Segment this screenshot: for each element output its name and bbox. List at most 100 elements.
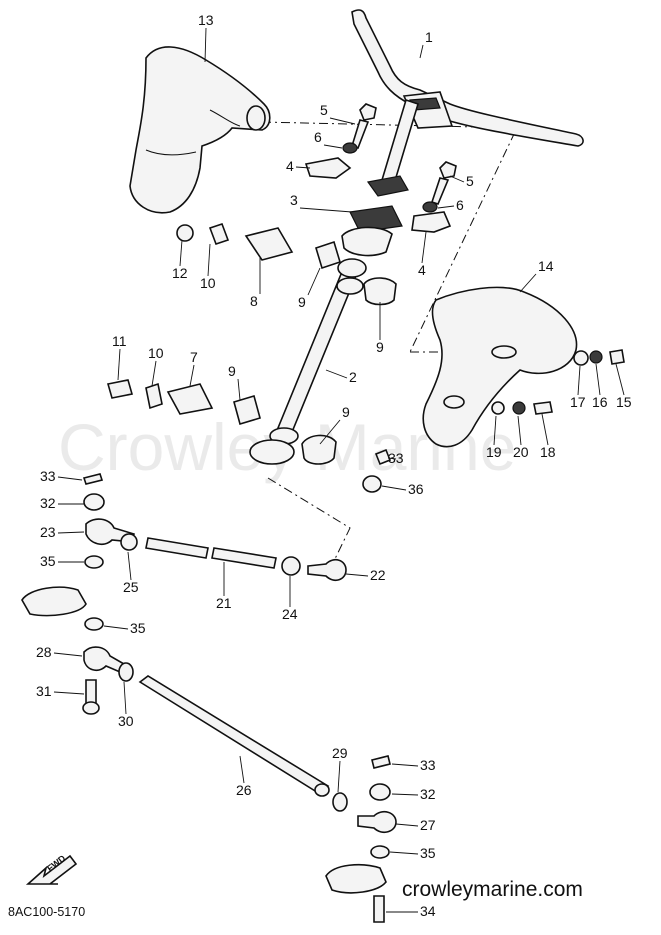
clamp-4-lower — [411, 211, 452, 233]
guide-line-cover — [409, 131, 516, 353]
bolt-34 — [373, 895, 385, 923]
nut-20 — [512, 401, 526, 415]
leader-line — [103, 625, 129, 630]
callout-number: 19 — [486, 444, 502, 460]
callout-number: 5 — [466, 173, 474, 189]
bolt-18 — [533, 401, 553, 415]
callout-number: 2 — [349, 369, 357, 385]
tie-rod-21-a — [145, 537, 209, 559]
leader-line — [53, 691, 85, 695]
steering-arm — [21, 586, 87, 617]
callout-number: 33 — [40, 468, 56, 484]
leader-line — [437, 205, 455, 209]
leader-line — [419, 44, 424, 59]
clip-10-lower — [145, 382, 163, 410]
steering-column-head — [341, 98, 419, 257]
bushing-9-b — [363, 277, 397, 306]
bushing-9-d — [301, 434, 337, 465]
cotter-pin-33-c — [371, 755, 391, 769]
callout-number: 17 — [570, 394, 586, 410]
nut-36 — [362, 475, 382, 493]
leader-line — [53, 652, 83, 657]
bracket-7 — [166, 383, 214, 415]
bushing-9-a — [315, 240, 341, 270]
guide-line-column — [267, 477, 351, 566]
callout-number: 4 — [286, 158, 294, 174]
washer-19 — [491, 401, 505, 415]
leader-line — [615, 363, 625, 396]
callout-number: 31 — [36, 683, 52, 699]
bolt-5-upper — [351, 103, 377, 150]
leader-line — [493, 415, 497, 446]
callout-number: 5 — [320, 102, 328, 118]
leader-line — [57, 531, 85, 534]
clamp-4-upper — [304, 157, 352, 179]
nut-32-b — [369, 783, 391, 801]
throttle-grip — [129, 46, 271, 214]
leader-line — [207, 243, 211, 277]
callout-number: 8 — [250, 293, 258, 309]
bolt-15 — [609, 349, 625, 365]
washer-35-c — [370, 845, 390, 859]
cotter-pin-33-a — [82, 473, 104, 485]
callout-number: 1 — [425, 29, 433, 45]
callout-number: 30 — [118, 713, 134, 729]
ball-joint-22 — [307, 558, 347, 582]
callout-number: 28 — [36, 644, 52, 660]
leader-line — [381, 485, 407, 491]
nut-25 — [120, 533, 138, 551]
callout-number: 23 — [40, 524, 56, 540]
callout-number: 26 — [236, 782, 252, 798]
callout-number: 29 — [332, 745, 348, 761]
cotter-pin-33-b — [374, 448, 392, 466]
washer-17 — [573, 350, 589, 366]
leader-line — [517, 415, 522, 446]
nut-29 — [332, 792, 348, 812]
nut-16 — [589, 350, 603, 364]
washer-6-right — [422, 201, 438, 213]
callout-number: 6 — [314, 129, 322, 145]
leader-line — [391, 793, 419, 796]
clip-10-upper — [208, 222, 230, 246]
callout-number: 32 — [40, 495, 56, 511]
tie-rod-21-b — [211, 547, 277, 569]
nut-32-a — [83, 493, 105, 511]
bolt-31-head — [82, 701, 100, 715]
leader-line — [299, 207, 353, 213]
leader-line — [239, 755, 245, 784]
callout-number: 34 — [420, 903, 436, 919]
leader-line — [237, 378, 241, 401]
callout-number: 12 — [172, 265, 188, 281]
callout-number: 11 — [112, 333, 127, 349]
callout-number: 18 — [540, 444, 556, 460]
ball-joint-27 — [357, 810, 397, 834]
callout-number: 9 — [342, 404, 350, 420]
nut-30 — [118, 662, 134, 682]
callout-number: 10 — [148, 345, 164, 361]
callout-number: 16 — [592, 394, 608, 410]
leader-line — [329, 117, 356, 125]
callout-number: 32 — [420, 786, 436, 802]
callout-number: 36 — [408, 481, 424, 497]
leader-line — [325, 369, 348, 379]
leader-lines — [53, 27, 625, 913]
leader-line — [204, 27, 207, 63]
bracket-8 — [244, 227, 294, 261]
leader-line — [117, 348, 121, 381]
fwd-arrow: FWD — [25, 853, 78, 885]
steering-rod-26 — [138, 675, 330, 796]
leader-line — [577, 365, 581, 396]
callout-number: 9 — [298, 294, 306, 310]
callout-number: 14 — [538, 258, 554, 274]
leader-line — [389, 851, 419, 855]
bolt-5-right — [430, 161, 457, 205]
callout-number: 33 — [388, 450, 404, 466]
leader-line — [323, 144, 343, 149]
washer-6-upper — [342, 142, 358, 154]
leader-line — [519, 273, 537, 293]
leader-line — [337, 760, 341, 793]
callout-number: 35 — [40, 553, 56, 569]
